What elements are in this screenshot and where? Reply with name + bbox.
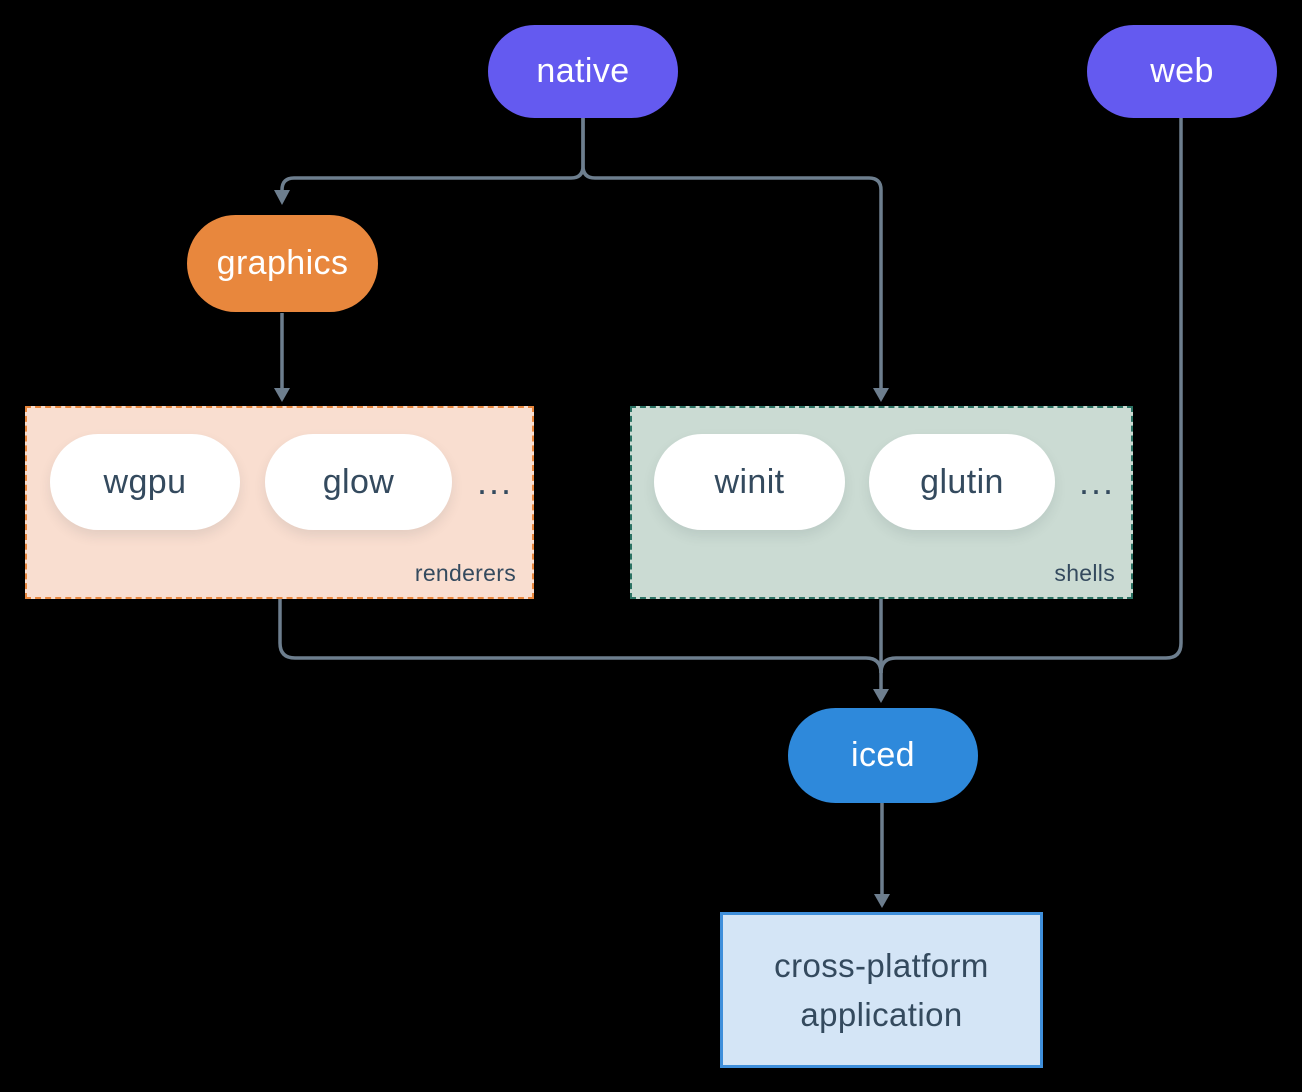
node-graphics: graphics [187, 215, 378, 312]
node-wgpu: wgpu [50, 434, 240, 530]
node-winit: winit [654, 434, 845, 530]
group-shells-label: shells [1054, 560, 1115, 586]
node-native-label: native [536, 52, 630, 90]
node-glutin-label: glutin [920, 462, 1004, 501]
node-glow-label: glow [322, 462, 395, 501]
node-wgpu-label: wgpu [103, 462, 187, 501]
node-iced: iced [788, 708, 978, 803]
shells-ellipsis: ... [1078, 461, 1115, 502]
node-iced-label: iced [851, 736, 915, 774]
arrowhead-application [874, 894, 890, 908]
arrowhead-shells [873, 388, 889, 402]
group-renderers-label: renderers [414, 560, 516, 586]
edge-native-to-shells [581, 117, 883, 388]
node-graphics-label: graphics [216, 244, 349, 282]
node-winit-label: winit [714, 462, 785, 501]
node-glow: glow [265, 434, 452, 530]
node-web: web [1087, 25, 1277, 118]
edge-native-to-graphics [280, 117, 585, 191]
node-web-label: web [1150, 52, 1214, 90]
application-label-line2: application [800, 996, 963, 1033]
node-application: cross-platform application [720, 912, 1043, 1068]
renderers-ellipsis: ... [476, 461, 513, 502]
application-label-line1: cross-platform [774, 947, 989, 984]
group-shells: winit glutin ... shells [630, 406, 1133, 599]
node-native: native [488, 25, 678, 118]
node-glutin: glutin [869, 434, 1055, 530]
arrowhead-renderers [274, 388, 290, 402]
arrowhead-graphics [274, 190, 290, 205]
arrowhead-iced [873, 689, 889, 703]
edge-renderers-to-iced [278, 599, 883, 674]
group-renderers: wgpu glow ... renderers [25, 406, 534, 599]
